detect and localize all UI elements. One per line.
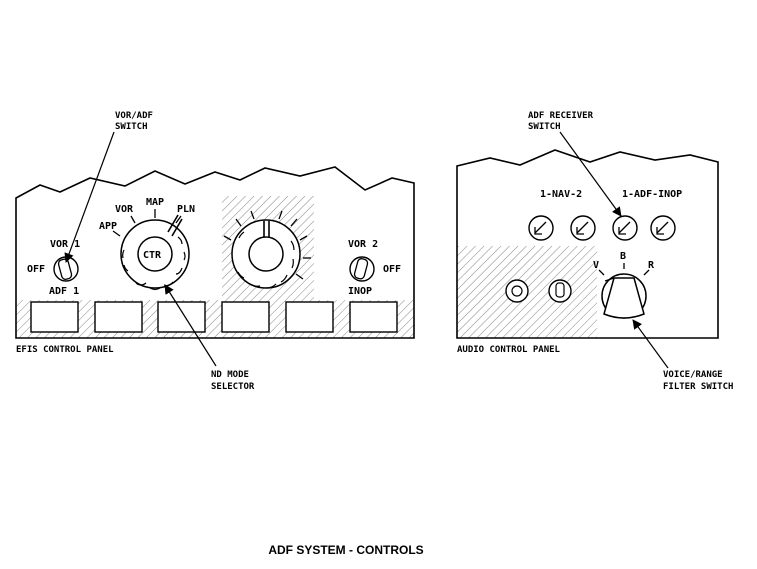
- efis-button-1[interactable]: [30, 301, 79, 333]
- vor-adf-callout-leader: [64, 131, 115, 263]
- mode-map-label: MAP: [146, 197, 164, 208]
- adf-receiver-callout-leader: [559, 131, 622, 217]
- vor-adf-callout-line2: SWITCH: [115, 122, 148, 132]
- audio-panel-name: AUDIO CONTROL PANEL: [457, 345, 561, 355]
- filter-position-ticks: [598, 263, 650, 276]
- adf-receiver-callout-line2: SWITCH: [528, 122, 561, 132]
- range-selector-knob[interactable]: [231, 219, 301, 289]
- vor-adf-switch-right[interactable]: [349, 256, 375, 282]
- nav-1-receiver-switch[interactable]: [528, 215, 554, 241]
- audio-small-control-1[interactable]: [505, 279, 529, 303]
- efis-panel-outline: [15, 166, 415, 339]
- filter-v-label: V: [593, 260, 599, 271]
- nd-mode-callout-line1: ND MODE: [211, 370, 249, 380]
- mode-position-ticks: [112, 209, 182, 237]
- vor-adf-callout-line1: VOR/ADF: [115, 111, 153, 121]
- nav-selector-label: 1-NAV-2: [540, 189, 582, 200]
- adf-receiver-callout-line1: ADF RECEIVER: [528, 111, 594, 121]
- right-switch-side-label: OFF: [383, 264, 401, 275]
- receiver-switch-row: [528, 215, 676, 241]
- efis-button-6[interactable]: [349, 301, 398, 333]
- mode-app-label: APP: [99, 221, 117, 232]
- mode-ctr-label: CTR: [143, 250, 162, 261]
- efis-button-3[interactable]: [157, 301, 206, 333]
- filter-callout-line2: FILTER SWITCH: [663, 382, 733, 392]
- efis-button-2[interactable]: [94, 301, 143, 333]
- right-switch-bottom-label: INOP: [348, 286, 372, 297]
- nd-mode-callout-line2: SELECTOR: [211, 382, 255, 392]
- adf-selector-label: 1-ADF-INOP: [622, 189, 682, 200]
- efis-button-5[interactable]: [285, 301, 334, 333]
- filter-callout-leader: [632, 319, 669, 369]
- adf-1-receiver-switch[interactable]: [612, 215, 638, 241]
- diagram-title: ADF SYSTEM - CONTROLS: [268, 543, 423, 557]
- left-switch-bottom-label: ADF 1: [49, 286, 79, 297]
- left-switch-side-label: OFF: [27, 264, 45, 275]
- right-switch-top-label: VOR 2: [348, 239, 378, 250]
- audio-panel-outline: [456, 149, 719, 339]
- audio-small-control-2[interactable]: [548, 279, 572, 303]
- efis-hatched-bottom: [16, 300, 414, 338]
- filter-b-label: B: [620, 251, 626, 262]
- left-switch-top-label: VOR 1: [50, 239, 80, 250]
- vor-adf-switch-left[interactable]: [53, 256, 79, 282]
- nd-mode-callout-leader: [164, 284, 217, 367]
- filter-callout-line1: VOICE/RANGE: [663, 370, 723, 380]
- nav-2-receiver-switch[interactable]: [570, 215, 596, 241]
- efis-button-row: [30, 301, 398, 333]
- adf-inop-receiver-switch[interactable]: [650, 215, 676, 241]
- range-position-ticks: [223, 210, 311, 280]
- nd-mode-selector-knob[interactable]: [120, 214, 190, 291]
- efis-button-4[interactable]: [221, 301, 270, 333]
- efis-control-panel: VOR 1 OFF ADF 1 APP VOR MAP PLN CTR: [15, 111, 415, 392]
- mode-vor-label: VOR: [115, 204, 134, 215]
- audio-control-panel: 1-NAV-2 1-ADF-INOP: [456, 111, 733, 392]
- efis-panel-name: EFIS CONTROL PANEL: [16, 345, 114, 355]
- voice-range-filter-switch[interactable]: [601, 273, 647, 319]
- mode-pln-label: PLN: [177, 204, 195, 215]
- filter-r-label: R: [648, 260, 655, 271]
